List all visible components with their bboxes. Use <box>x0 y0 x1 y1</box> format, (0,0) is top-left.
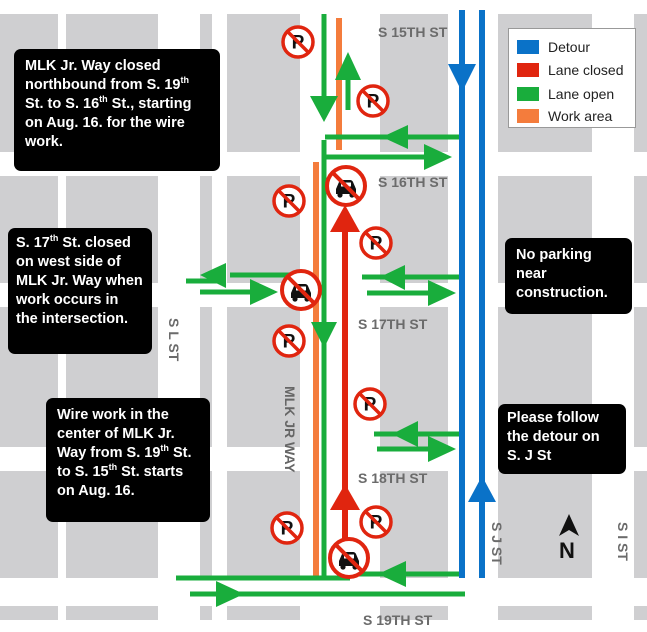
legend-item-detour: Detour <box>517 39 590 55</box>
callout-northbound-closure: MLK Jr. Way closed northbound from S. 19… <box>14 49 220 171</box>
callout-wire-work: Wire work in the center of MLK Jr. Way f… <box>46 398 210 522</box>
legend-swatch <box>517 63 539 77</box>
legend-swatch <box>517 109 539 123</box>
no-vehicles-icon <box>325 165 367 207</box>
north-arrow: N <box>554 514 584 575</box>
street-label-s17th: S 17TH ST <box>358 316 428 332</box>
lane-closed-route <box>330 205 360 578</box>
lane-open-arrowheads <box>200 52 456 607</box>
detour-route <box>448 10 496 578</box>
street-label-s15th: S 15TH ST <box>378 24 448 40</box>
no-parking-icon <box>356 84 390 118</box>
no-parking-icon <box>281 25 315 59</box>
no-parking-icon <box>353 387 387 421</box>
no-parking-icon <box>359 226 393 260</box>
no-parking-icon <box>272 324 306 358</box>
legend-label: Lane open <box>548 86 615 102</box>
no-parking-icon <box>272 184 306 218</box>
no-parking-icon <box>270 511 304 545</box>
legend-label: Detour <box>548 39 591 55</box>
callout-follow-detour: Please follow the detour on S. J St <box>498 404 626 474</box>
street-label-s18th: S 18TH ST <box>358 470 428 486</box>
legend-swatch <box>517 87 539 101</box>
no-vehicles-icon <box>328 537 370 579</box>
legend-item-work-area: Work area <box>517 108 612 124</box>
map-legend: Detour Lane closed Lane open Work area <box>508 28 636 128</box>
street-label-s19th: S 19TH ST <box>363 612 433 628</box>
legend-label: Lane closed <box>548 62 624 78</box>
legend-label: Work area <box>548 108 613 124</box>
north-label: N <box>559 538 575 563</box>
north-arrow-icon <box>559 514 579 536</box>
no-vehicles-icon <box>280 269 322 311</box>
legend-item-lane-open: Lane open <box>517 86 614 102</box>
street-label-s16th: S 16TH ST <box>378 174 448 190</box>
work-area <box>313 18 342 576</box>
callout-s17th-closure: S. 17th St. closed on west side of MLK J… <box>8 228 152 354</box>
street-label-s-j: S J ST <box>489 522 505 565</box>
street-label-mlk: MLK JR WAY <box>282 386 298 473</box>
street-label-s-l: S L ST <box>166 318 182 362</box>
legend-item-lane-closed: Lane closed <box>517 62 624 78</box>
street-label-s-i: S I ST <box>615 522 631 561</box>
no-parking-icon <box>359 505 393 539</box>
legend-swatch <box>517 40 539 54</box>
callout-no-parking: No parking near construction. <box>505 238 632 314</box>
